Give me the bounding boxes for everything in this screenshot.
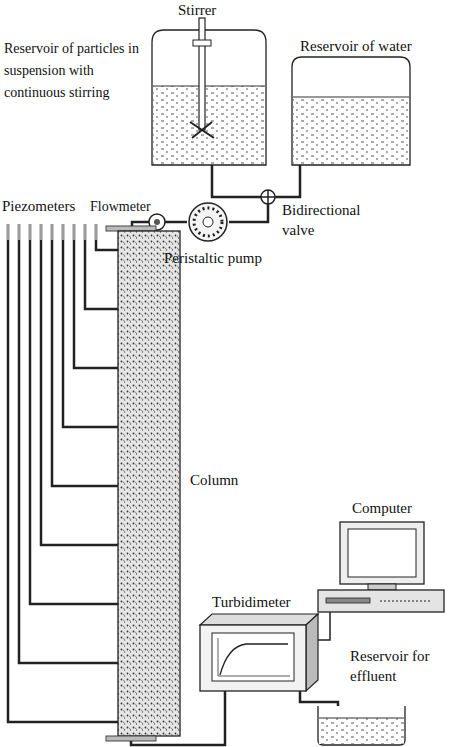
column-cap [106, 226, 156, 231]
pump-label: Peristaltic pump [164, 248, 262, 268]
computer-label: Computer [352, 498, 412, 518]
stirrer-blade [190, 122, 214, 138]
stirrer-label: Stirrer [178, 0, 216, 20]
soil-column [118, 231, 180, 736]
piezometer-tube [30, 224, 118, 604]
tube [275, 165, 300, 197]
piezometer-tube [41, 224, 118, 545]
piezometer-tube [63, 224, 118, 427]
particle-reservoir [152, 30, 266, 165]
valve-symbol [261, 190, 275, 204]
suspension [153, 86, 265, 164]
tube [212, 165, 261, 197]
valve-label: Bidirectional valve [282, 200, 382, 240]
piezometer-tube [96, 224, 118, 250]
data-cable [318, 612, 330, 640]
piezometer-tube [8, 224, 118, 722]
column-label: Column [190, 470, 238, 490]
reservoir-label: Reservoir of water [300, 36, 412, 56]
tube [229, 204, 268, 222]
piezometer-tube [85, 224, 118, 309]
tube [131, 690, 225, 745]
turbidimeter-label: Turbidimeter [212, 592, 291, 612]
stirrer-shaft [199, 18, 205, 130]
piezometer-tube [19, 224, 118, 663]
computer-case [318, 590, 444, 612]
piezometer-tubes [8, 224, 118, 722]
turbidimeter-box [200, 625, 306, 691]
effluent-reservoir [318, 706, 405, 745]
effluent-label: Reservoir for effluent [350, 646, 450, 686]
reservoir-label: Reservoir of particles in suspension wit… [4, 38, 150, 104]
monitor [340, 522, 424, 584]
water-reservoir [292, 57, 410, 165]
piezometer-tube [74, 224, 118, 368]
peristaltic-pump [189, 203, 227, 241]
flowmeter-label: Flowmeter [90, 197, 151, 217]
piezometers-label: Piezometers [2, 196, 75, 216]
piezometer-tube [52, 224, 118, 486]
